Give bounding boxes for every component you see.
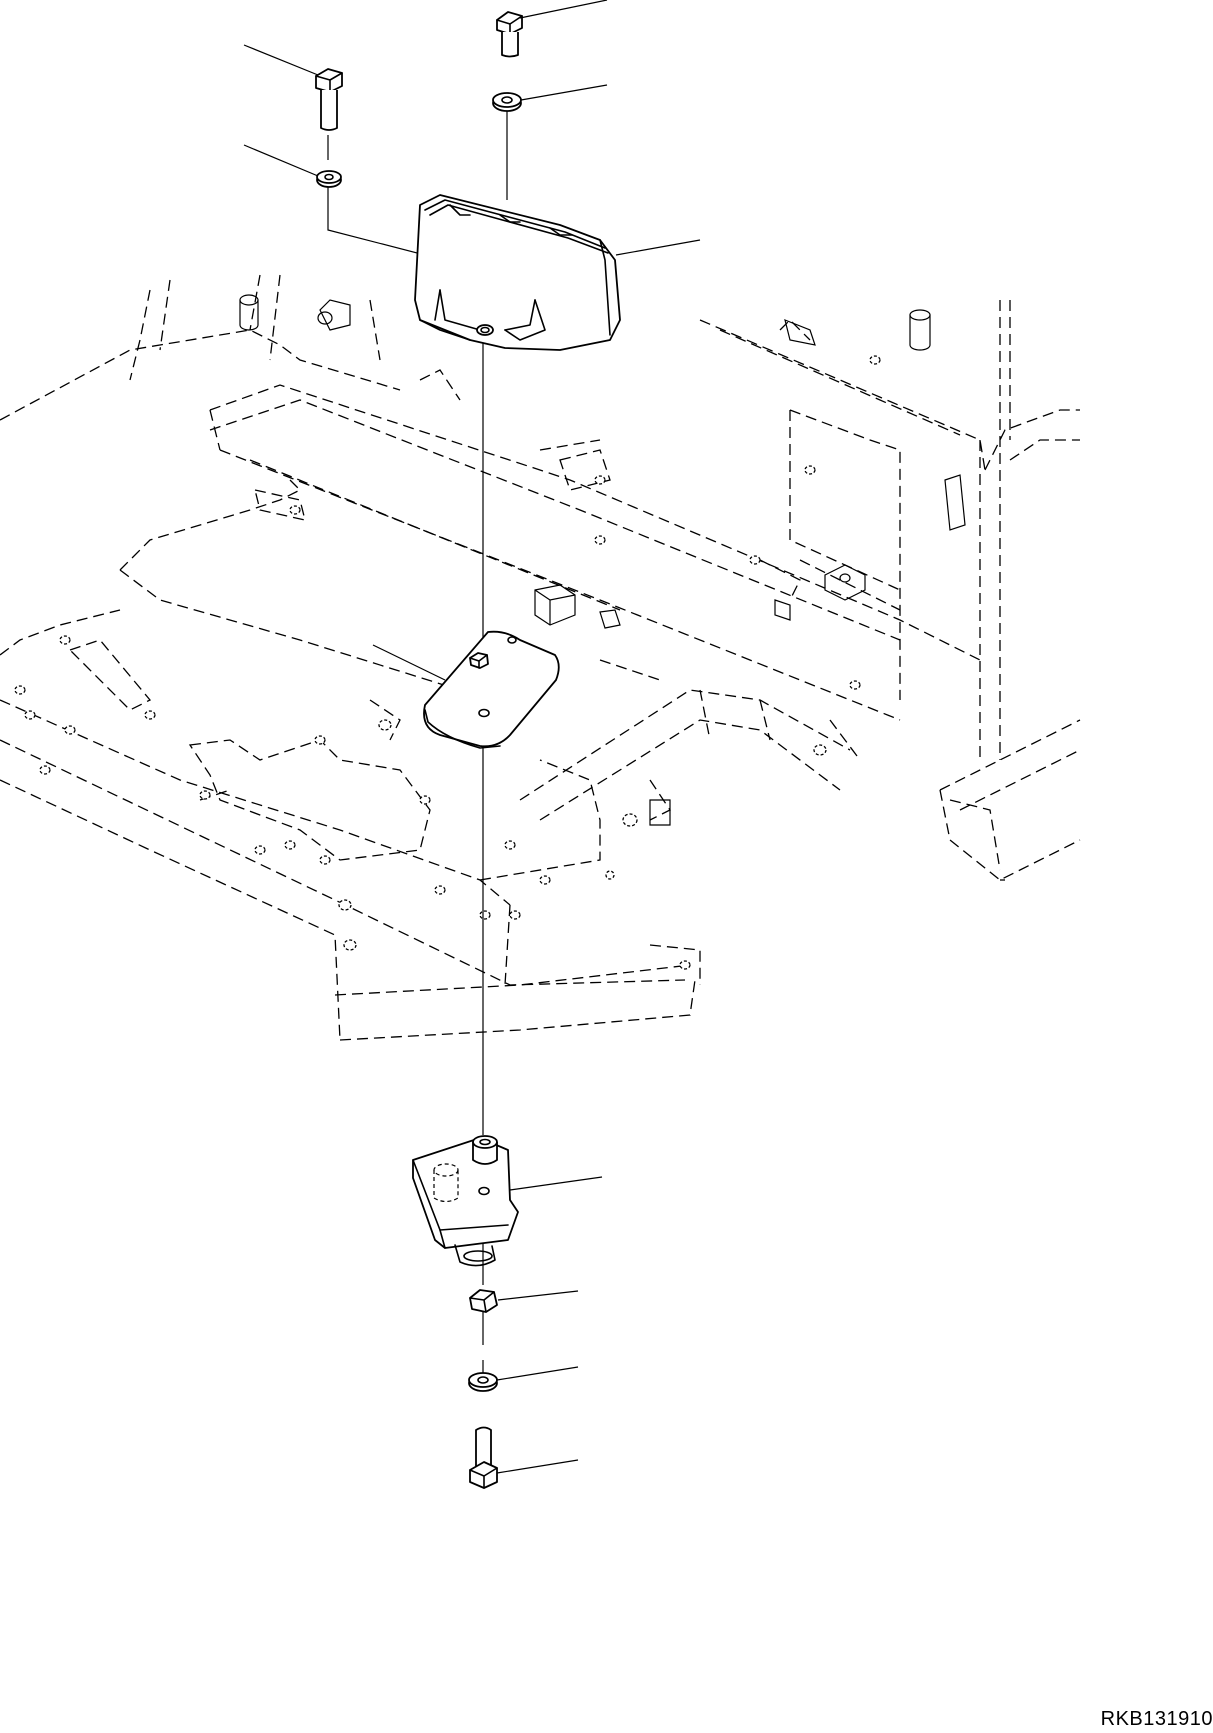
upper-right-bolt — [496, 0, 608, 58]
upper-left-washer — [243, 144, 342, 188]
lower-nut — [469, 1289, 579, 1313]
frame-chassis — [0, 274, 1081, 1041]
frame-holes — [14, 355, 881, 970]
damper-cover — [414, 194, 701, 351]
mount-plate — [372, 630, 560, 749]
figure-code: RKB131910 — [1100, 1708, 1213, 1730]
lower-bolt — [469, 1426, 579, 1489]
upper-right-washer — [492, 84, 608, 112]
lower-bracket — [412, 1135, 603, 1267]
lower-washer — [468, 1366, 579, 1392]
frame-bosses — [239, 294, 966, 826]
upper-left-bolt — [243, 44, 343, 131]
